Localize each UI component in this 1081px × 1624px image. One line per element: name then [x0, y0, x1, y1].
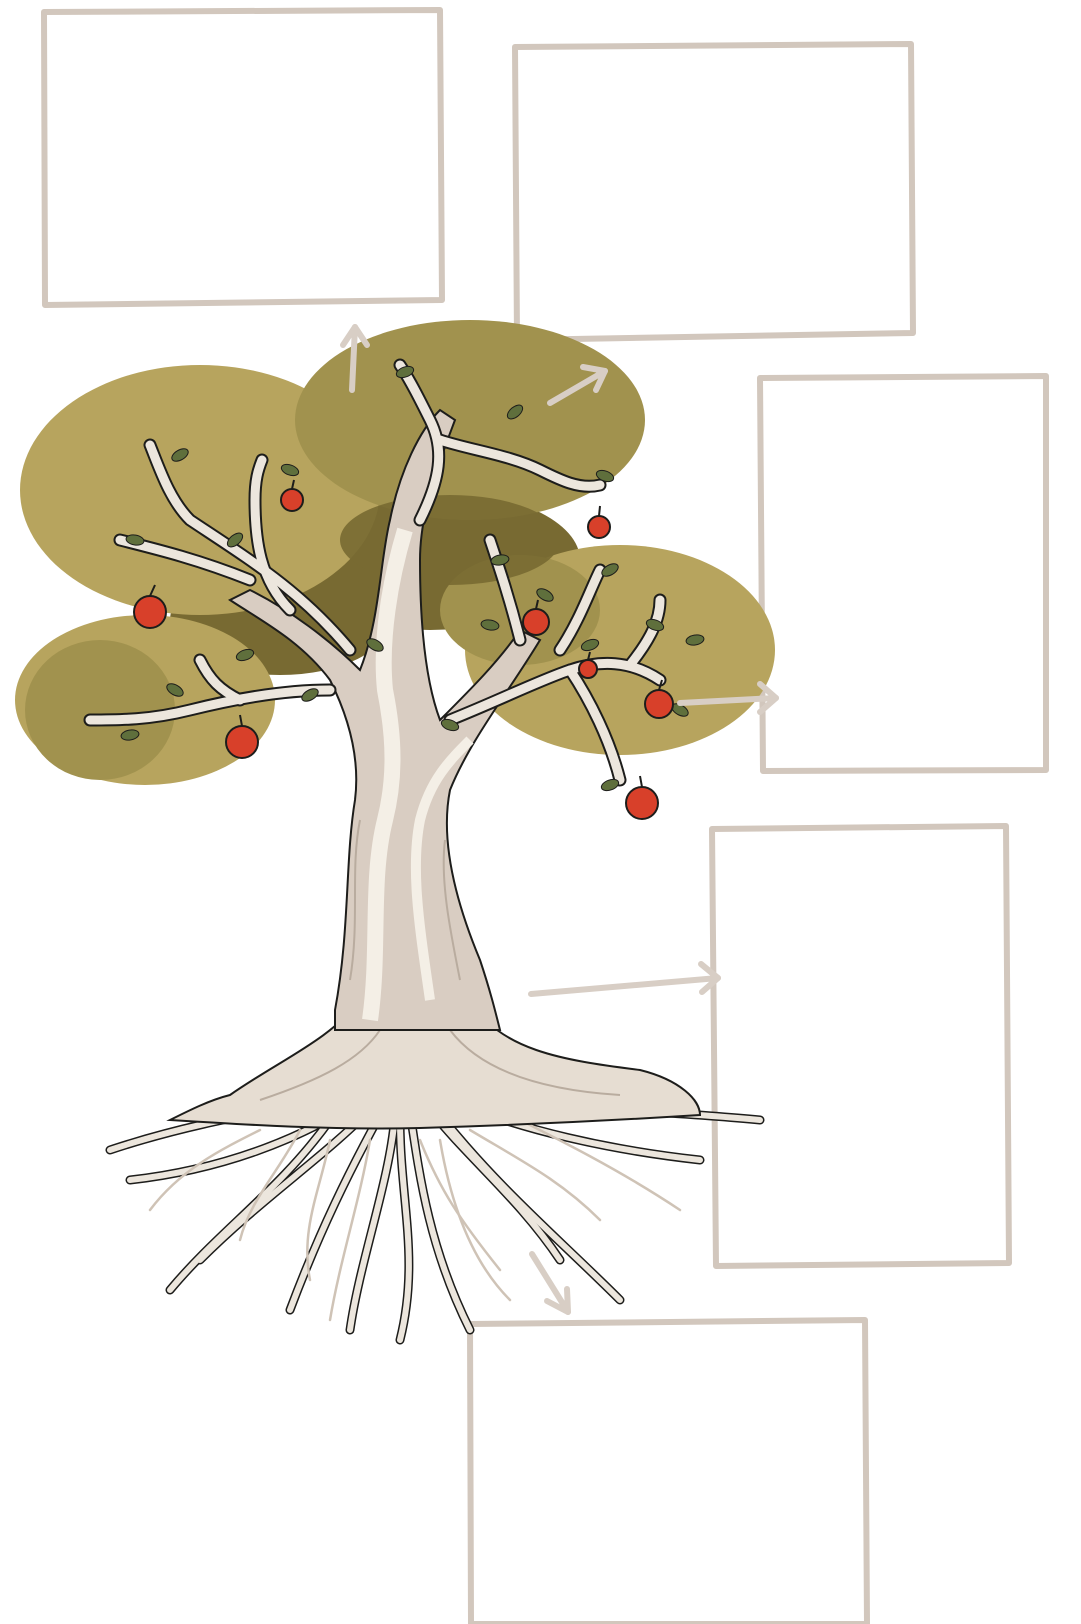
roots [110, 1095, 760, 1340]
apple-icon [579, 660, 597, 678]
label-box-top-right[interactable] [515, 44, 913, 340]
label-box-bottom[interactable] [470, 1320, 867, 1624]
apple-icon [588, 516, 610, 538]
apple-icon [281, 489, 303, 511]
apple-icon [645, 690, 673, 718]
apple-icon [134, 596, 166, 628]
arrow-to-right-lower-box [531, 964, 718, 994]
apple-icon [523, 609, 549, 635]
apple-icon [226, 726, 258, 758]
label-box-right-lower[interactable] [712, 826, 1009, 1266]
label-box-top-left[interactable] [44, 10, 442, 305]
apple-icon [626, 787, 658, 819]
label-box-right-middle[interactable] [760, 376, 1046, 771]
